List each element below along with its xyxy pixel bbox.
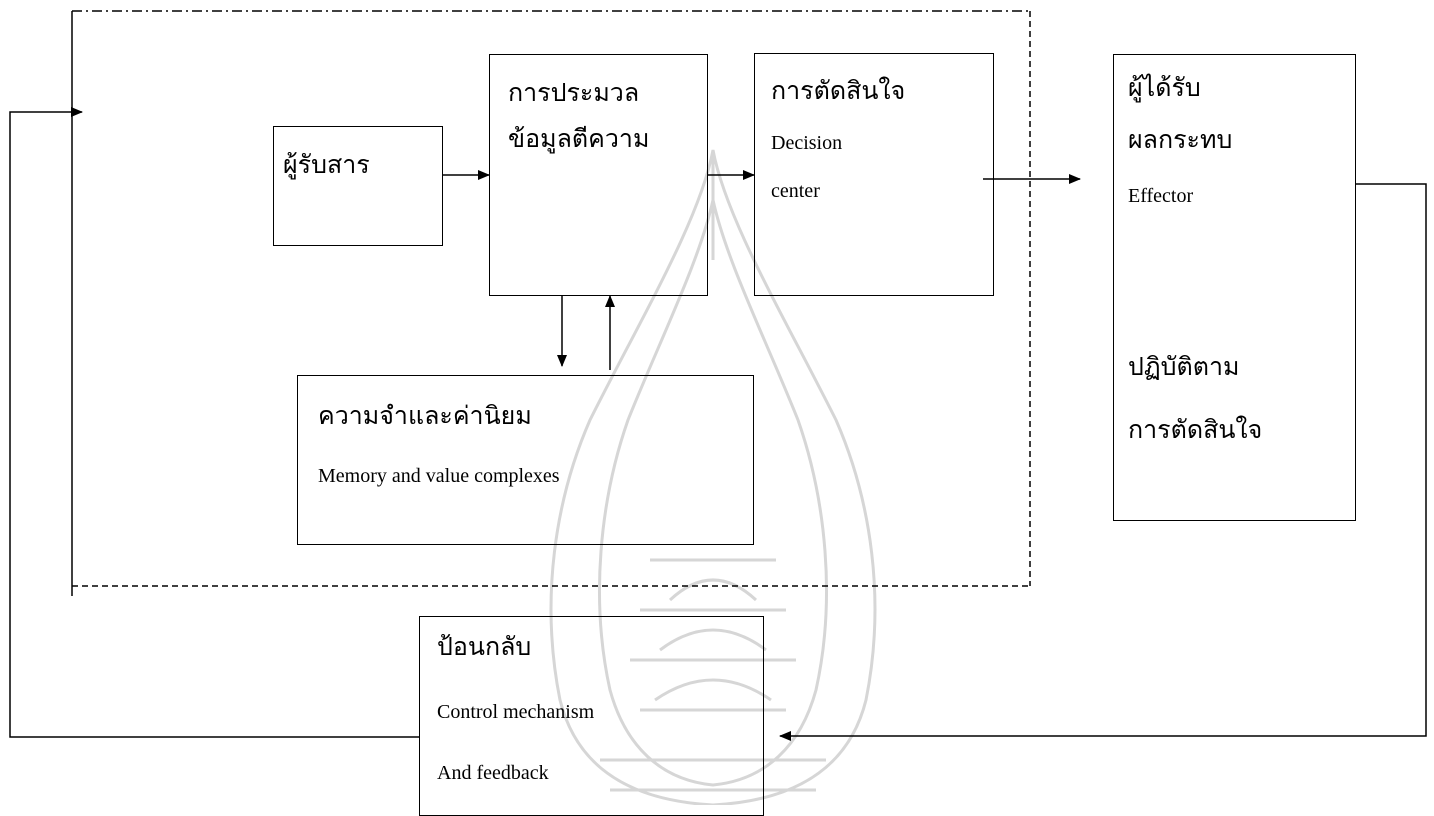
memory-th-label: ความจำและค่านิยม	[318, 403, 532, 430]
processing-line1: การประมวล	[508, 80, 640, 107]
receiver-box	[273, 126, 443, 246]
feedback-en-line2: And feedback	[437, 762, 549, 784]
feedback-th-label: ป้อนกลับ	[437, 634, 532, 661]
memory-en-label: Memory and value complexes	[318, 465, 560, 487]
effector-en: Effector	[1128, 185, 1194, 207]
effector-th3: ปฏิบัติตาม	[1128, 354, 1240, 381]
effector-box	[1113, 54, 1356, 521]
effector-th2: ผลกระทบ	[1128, 127, 1233, 154]
effector-th4: การตัดสินใจ	[1128, 417, 1263, 444]
decision-th-label: การตัดสินใจ	[771, 78, 906, 105]
effector-th1: ผู้ได้รับ	[1128, 75, 1201, 102]
arrow-effector-to-feedback	[779, 183, 1427, 741]
decision-box	[754, 53, 994, 296]
memory-box	[297, 375, 754, 545]
feedback-return-line	[9, 107, 420, 738]
processing-line2: ข้อมูลตีความ	[508, 126, 650, 153]
receiver-label: ผู้รับสาร	[283, 152, 370, 179]
feedback-en-line1: Control mechanism	[437, 701, 595, 723]
decision-en-line2: center	[771, 180, 820, 202]
processing-box	[489, 54, 708, 296]
decision-en-line1: Decision	[771, 132, 843, 154]
